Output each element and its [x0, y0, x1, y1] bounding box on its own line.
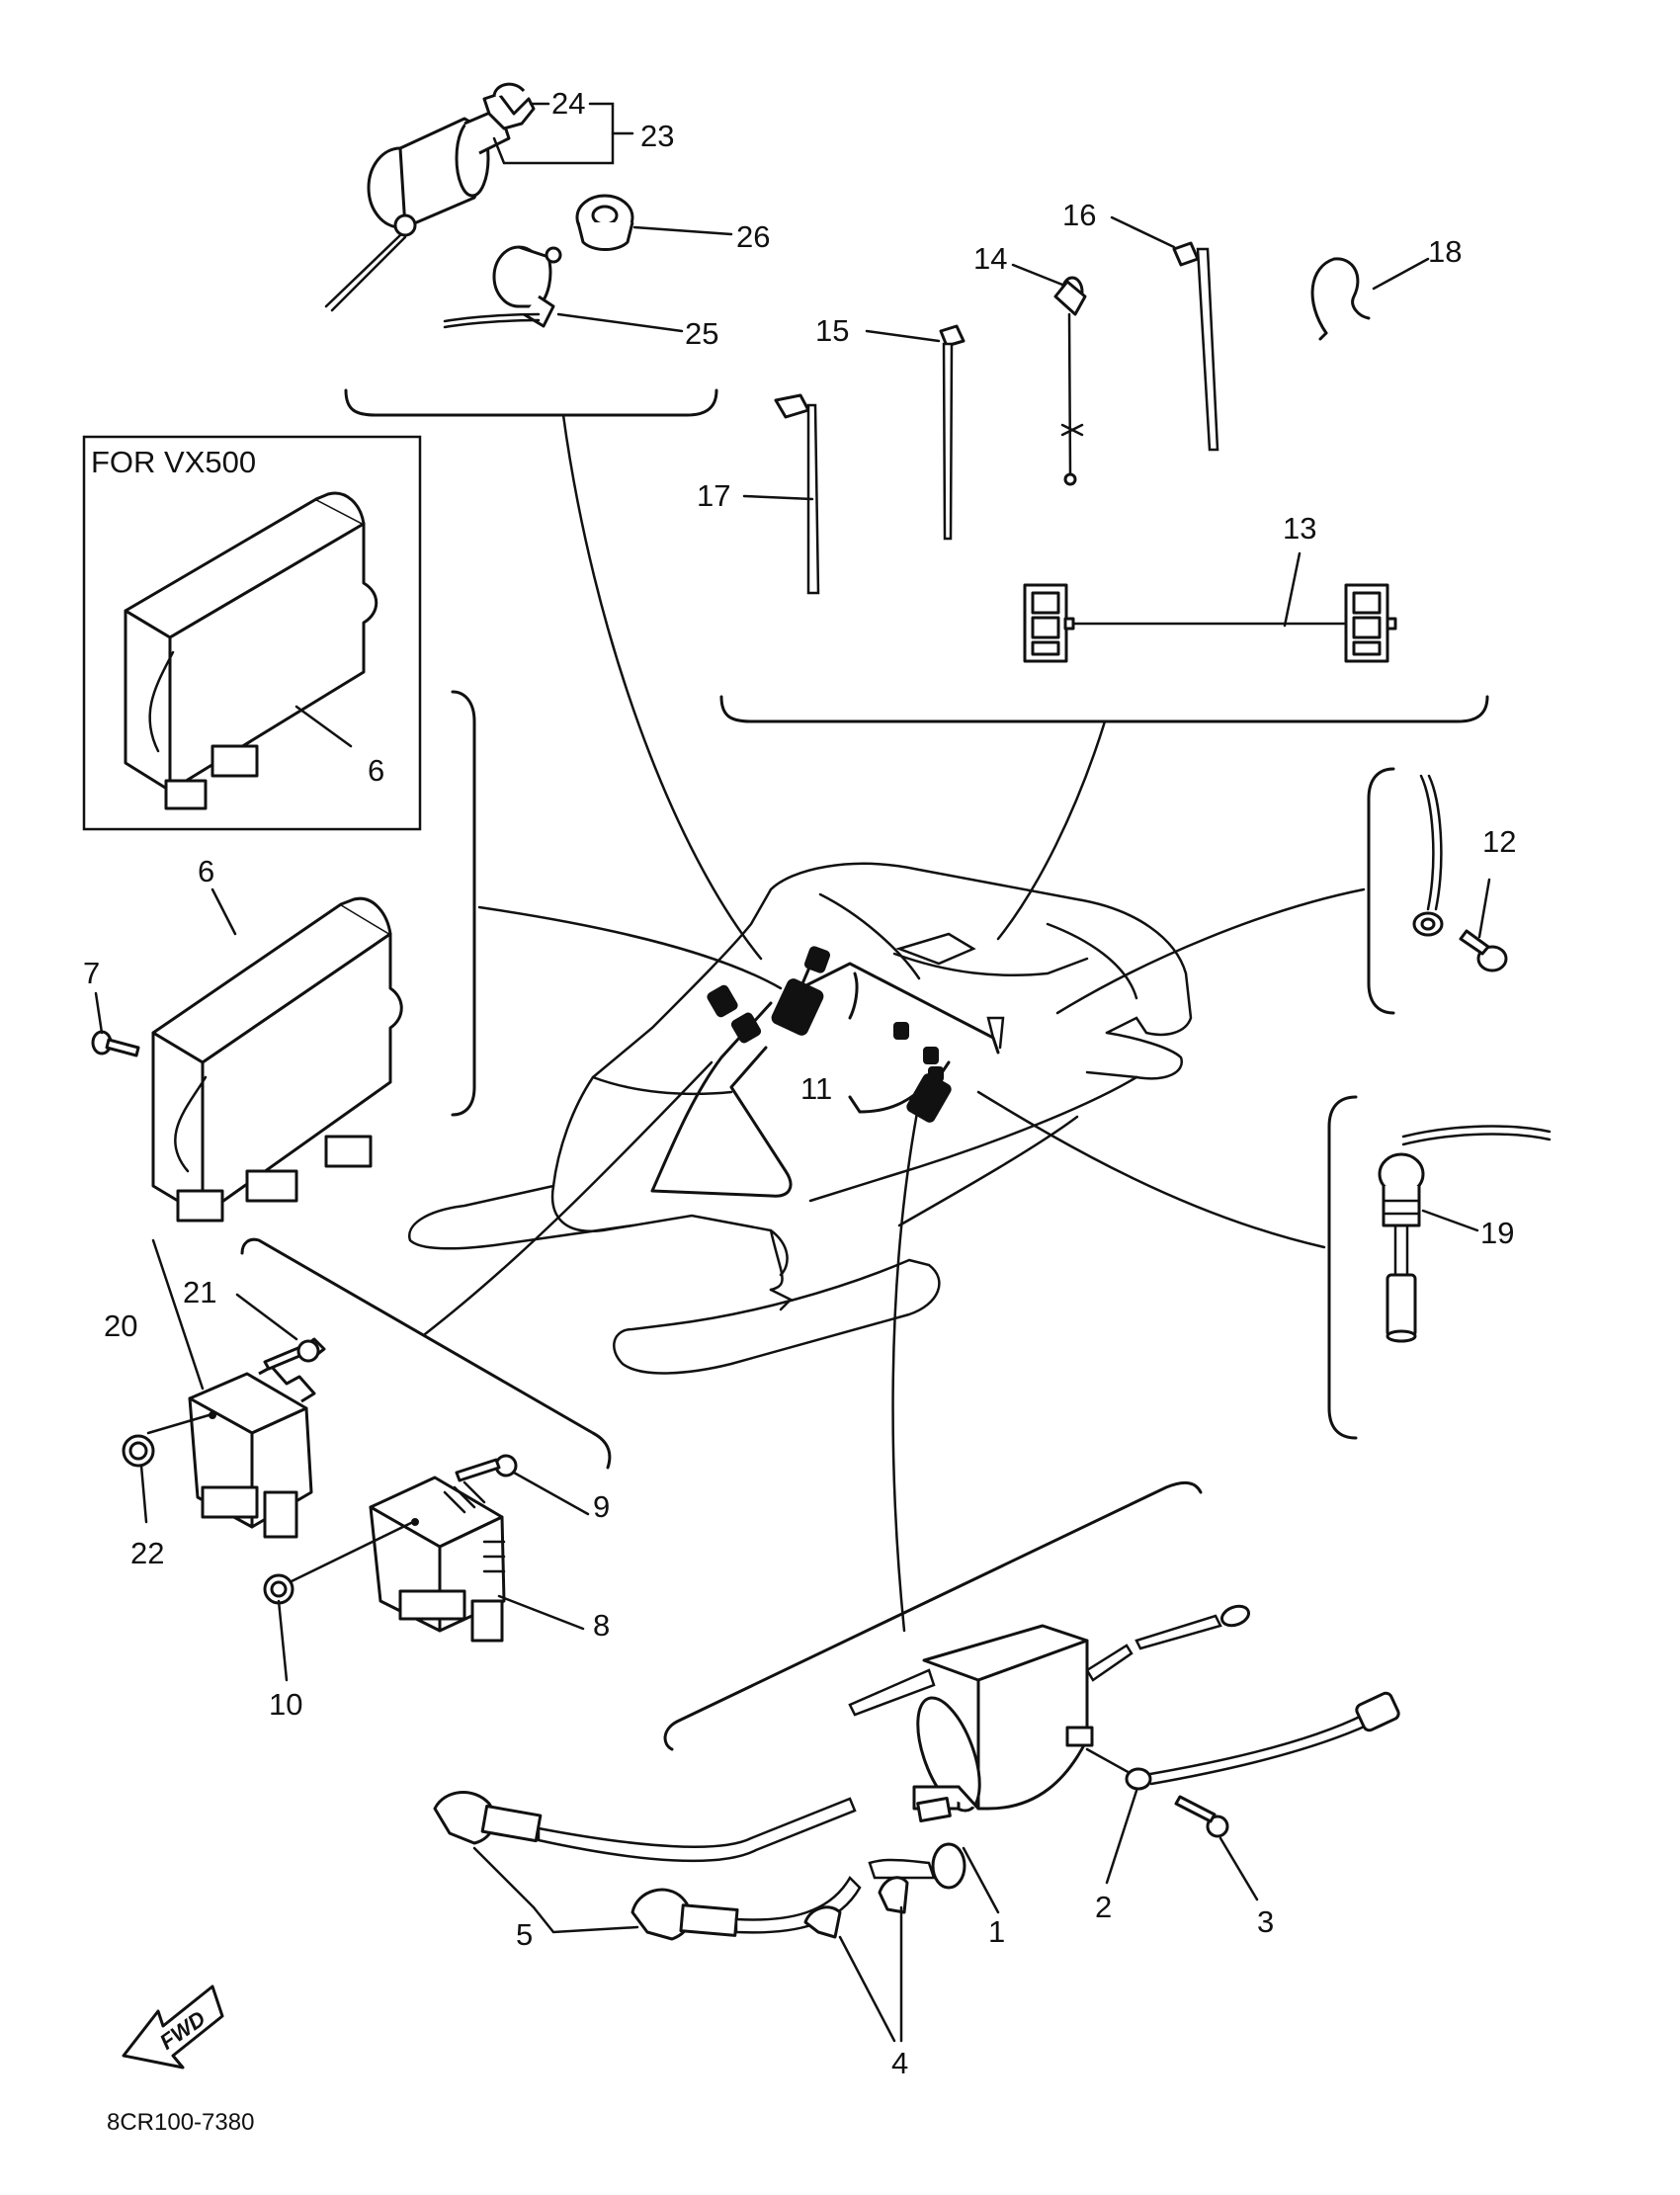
connector-icon [707, 984, 738, 1018]
bolt-icon [455, 1454, 518, 1482]
nut-icon [122, 1434, 155, 1468]
ring-nut-icon [575, 194, 634, 251]
part-label-14: 14 [973, 241, 1007, 276]
part-label-6: 6 [198, 854, 214, 888]
clamp-icon [1053, 276, 1087, 486]
regulator-group [122, 1060, 714, 1682]
part-label-24: 24 [551, 86, 585, 121]
part-label-21: 21 [183, 1275, 216, 1309]
connector-icon [923, 1047, 939, 1064]
bolt-icon [1174, 1795, 1229, 1838]
band-icon [1172, 241, 1219, 452]
fwd-arrow-icon [122, 1984, 224, 2069]
vx500-inset: FOR VX500 [82, 435, 422, 831]
part-label-20: 20 [104, 1309, 137, 1343]
part-labels: 1 2 3 4 5 6 6 7 8 9 10 11 12 13 14 15 16… [83, 86, 1516, 2080]
stop-switch-icon [443, 245, 562, 329]
bolt-icon [263, 1337, 326, 1371]
clip-icon [1310, 257, 1371, 341]
snowmobile-outline [408, 862, 1193, 1375]
plug-cap-icon [630, 1875, 862, 1941]
part-label-3: 3 [1257, 1904, 1274, 1939]
part-label-6-inset: 6 [368, 753, 384, 788]
main-switch-icon [324, 107, 511, 312]
bolt-icon [1459, 929, 1508, 972]
part-label-15: 15 [815, 313, 849, 348]
part-label-17: 17 [697, 478, 730, 513]
part-label-18: 18 [1428, 234, 1462, 269]
part-label-19: 19 [1480, 1216, 1514, 1250]
sensor-group [976, 1090, 1552, 1440]
plug-cap-icon [433, 1791, 857, 1863]
rectifier-icon [188, 1365, 316, 1539]
cdi-group [91, 690, 783, 1223]
nut-icon [263, 1573, 294, 1605]
ignition-coil-icon [912, 1624, 1094, 1890]
sensor-icon [1378, 1125, 1552, 1343]
band-icon [774, 393, 820, 595]
part-label-22: 22 [130, 1536, 164, 1570]
key-icon [482, 82, 536, 130]
cdi-unit-icon [124, 491, 378, 810]
part-label-23: 23 [640, 119, 674, 153]
regulator-icon [369, 1476, 506, 1643]
part-label-10: 10 [269, 1687, 302, 1722]
part-label-4: 4 [891, 2046, 908, 2080]
part-label-7: 7 [83, 956, 100, 990]
cable-tie-icon [939, 324, 966, 541]
drawing-code: 8CR100-7380 [107, 2109, 254, 2136]
part-label-1: 1 [988, 1914, 1005, 1949]
ground-lead-icon [1412, 774, 1444, 937]
bolt-icon [91, 1030, 140, 1057]
part-label-2: 2 [1095, 1890, 1112, 1924]
part-label-16: 16 [1062, 198, 1096, 232]
ignition-group [433, 1100, 1400, 2043]
clamp-icon [803, 1876, 909, 1939]
connector-icon [730, 1012, 762, 1044]
inset-title: FOR VX500 [91, 445, 256, 479]
clamps-group [719, 215, 1489, 723]
part-label-13: 13 [1283, 511, 1316, 546]
part-label-26: 26 [736, 219, 770, 254]
main-connector-icon [771, 978, 824, 1036]
part-label-8: 8 [593, 1608, 610, 1643]
group-callout-lines [561, 413, 1107, 961]
wire-harness [650, 946, 1005, 1198]
forward-arrow: FWD [122, 1984, 224, 2069]
cdi-unit-icon [151, 896, 403, 1223]
main-switch-group [324, 82, 733, 417]
holder-icon [1023, 583, 1397, 663]
part-label-9: 9 [593, 1489, 610, 1524]
part-label-5: 5 [516, 1917, 533, 1952]
connector-icon [803, 946, 831, 973]
connector-icon [906, 1073, 952, 1123]
connector-icon [893, 1022, 909, 1040]
part-label-12: 12 [1482, 824, 1516, 859]
part-label-25: 25 [685, 316, 718, 351]
part-label-11: 11 [800, 1071, 832, 1106]
ground-lead-group [1055, 767, 1508, 1015]
